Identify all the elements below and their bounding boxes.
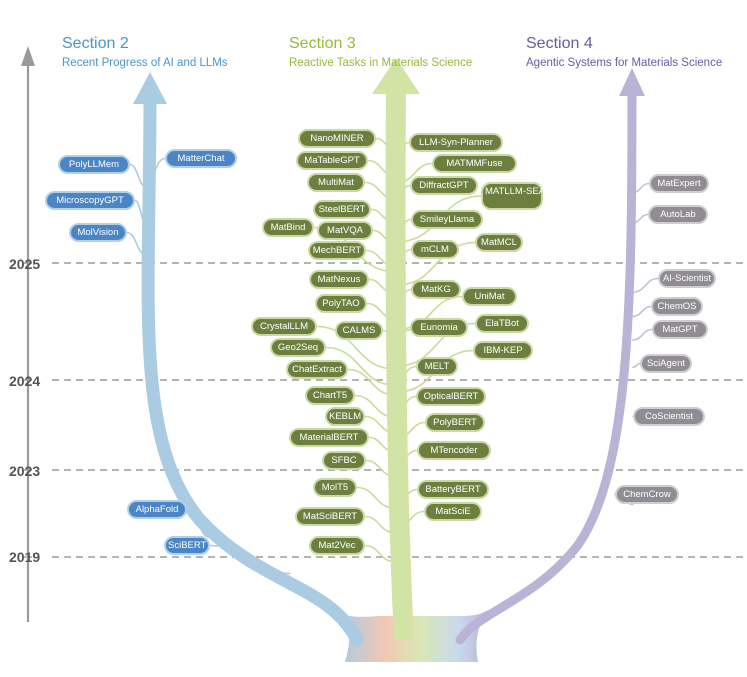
model-pill-coscientist: CoScientist (633, 407, 705, 426)
model-pill-chatextract: ChatExtract (286, 360, 348, 379)
branch-chemos (632, 305, 652, 318)
model-pill-chartt5: ChartT5 (305, 386, 355, 405)
branch-matmcl (397, 241, 476, 286)
branch-crystalllm (316, 325, 395, 370)
section3-header: Section 3 Reactive Tasks in Materials Sc… (289, 35, 472, 70)
model-pill-materialbert: MaterialBERT (289, 428, 369, 447)
model-pill-matscie: MatSciE (424, 502, 482, 521)
model-pill-mclm: mCLM (411, 240, 459, 259)
model-pill-polytao: PolyTAO (315, 294, 367, 313)
model-pill-ai-scientist: AI-Scientist (658, 269, 716, 288)
model-pill-keblm: KEBLM (325, 407, 365, 426)
section3-subtitle: Reactive Tasks in Materials Science (289, 57, 473, 69)
section4-trunk (455, 87, 637, 645)
model-pill-batterybert: BatteryBERT (417, 480, 489, 499)
model-pill-diffractgpt: DiffractGPT (410, 176, 478, 195)
model-pill-ibm-kep: IBM-KEP (473, 341, 533, 360)
model-pill-matexpert: MatExpert (649, 174, 709, 193)
trunk-base (340, 610, 488, 662)
model-pill-matvqa: MatVQA (317, 221, 373, 240)
model-pill-matllm-search: MATLLM-SEARCH (481, 182, 566, 210)
model-pill-matkg: MatKG (411, 280, 461, 299)
model-pill-mechbert: MechBERT (308, 241, 366, 260)
model-pill-multimat: MultiMat (307, 173, 365, 192)
branch-sciagent (632, 362, 641, 369)
time-axis-arrow (21, 46, 35, 66)
model-pill-autolab: AutoLab (648, 205, 708, 224)
branch-matgpt (632, 328, 653, 341)
year-label-2023: 2023 (9, 463, 41, 479)
model-pill-matnexus: MatNexus (309, 270, 369, 289)
year-label-2024: 2024 (9, 373, 41, 389)
model-pill-crystalllm: CrystalLLM (251, 317, 317, 336)
branch-mat2vec (364, 544, 395, 563)
model-pill-geo2seq: Geo2Seq (270, 338, 326, 357)
model-pill-matbind: MatBind (262, 218, 314, 237)
model-pill-llm-syn-planner: LLM-Syn-Planner (409, 133, 503, 152)
model-pill-polybert: PolyBERT (425, 413, 485, 432)
model-pill-chemos: ChemOS (651, 297, 703, 316)
model-pill-sciagent: SciAgent (640, 354, 692, 373)
model-pill-mat2vec: Mat2Vec (309, 536, 365, 555)
model-pill-nanominer: NanoMINER (298, 129, 376, 148)
model-pill-mtencoder: MTencoder (417, 441, 491, 460)
model-pill-eunomia: Eunomia (410, 318, 468, 337)
model-pill-smileyllama: SmileyLlama (411, 210, 483, 229)
section3-title: Section 3 (289, 35, 356, 52)
section4-title: Section 4 (526, 35, 593, 52)
section2-trunk (141, 93, 364, 647)
model-pill-molvision: MolVision (69, 223, 127, 242)
model-pill-melt: MELT (416, 357, 458, 376)
model-pill-matablegpt: MaTableGPT (296, 151, 368, 170)
section3-trunk (385, 87, 414, 641)
model-pill-matmmfuse: MATMMFuse (432, 154, 517, 173)
model-pill-matmcl: MatMCL (475, 233, 523, 252)
model-pill-alphafold: AlphaFold (127, 500, 187, 519)
model-pill-scibert: SciBERT (164, 536, 210, 555)
model-pill-unimat: UniMat (462, 287, 517, 306)
model-pill-molt5: MolT5 (313, 478, 357, 497)
model-pill-sfbc: SFBC (322, 451, 366, 470)
section4-subtitle: Agentic Systems for Materials Science (526, 57, 723, 69)
model-pill-chemcrow: ChemCrow (615, 485, 679, 504)
branch-ai-scientist (632, 277, 659, 294)
branch-geo2seq (325, 346, 395, 386)
model-pill-opticalbert: OpticalBERT (416, 387, 486, 406)
model-pill-polyllmem: PolyLLMem (58, 155, 130, 174)
model-pill-steelbert: SteelBERT (313, 200, 371, 219)
model-pill-matterchat: MatterChat (165, 149, 237, 168)
year-label-2025: 2025 (9, 256, 41, 272)
section2-title: Section 2 (62, 35, 129, 52)
model-pill-matgpt: MatGPT (652, 320, 708, 339)
section2-arrow-head (133, 72, 167, 104)
model-pill-matscibert: MatSciBERT (295, 507, 365, 526)
section4-header: Section 4 Agentic Systems for Materials … (526, 35, 722, 70)
section4-arrow-head (619, 68, 645, 96)
model-pill-calms: CALMS (335, 321, 383, 340)
year-label-2019: 2019 (9, 549, 41, 565)
model-pill-microscopygpt: MicroscopyGPT (45, 191, 135, 210)
section2-subtitle: Recent Progress of AI and LLMs (62, 57, 228, 69)
section3-arrow-head (372, 58, 420, 94)
section2-header: Section 2 Recent Progress of AI and LLMs (62, 35, 228, 70)
branch-molt5 (356, 486, 395, 509)
model-pill-elatbot: ElaTBot (475, 314, 529, 333)
